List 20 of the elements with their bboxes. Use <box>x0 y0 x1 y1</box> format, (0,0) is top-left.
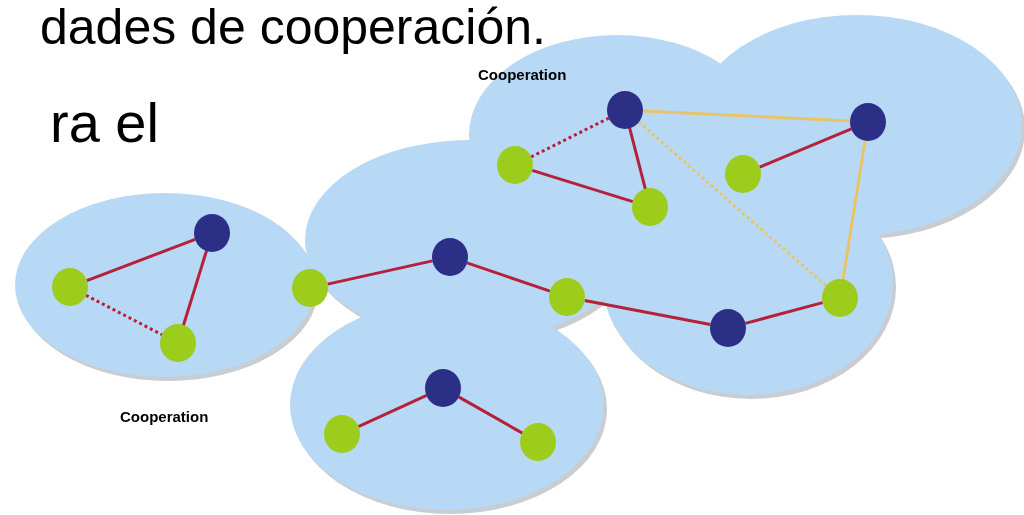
link-line <box>745 301 823 325</box>
slide-text: ra el <box>50 90 159 155</box>
link-line <box>637 120 828 288</box>
link-line <box>628 127 647 190</box>
link-line <box>85 293 163 337</box>
cluster-label: Cooperation <box>478 66 567 83</box>
cluster-label: Cooperation <box>120 408 209 425</box>
link-line <box>584 298 711 327</box>
link-line <box>86 238 196 282</box>
link-line <box>457 395 524 435</box>
link-line <box>531 168 634 204</box>
link-line <box>759 127 852 169</box>
link-line <box>642 109 851 123</box>
link-line <box>466 261 551 293</box>
link-line <box>841 139 867 281</box>
slide-text: dades de cooperación. <box>40 0 546 56</box>
link-line <box>530 116 610 159</box>
link-line <box>181 249 209 327</box>
link-line <box>327 259 433 286</box>
link-line <box>357 394 428 428</box>
